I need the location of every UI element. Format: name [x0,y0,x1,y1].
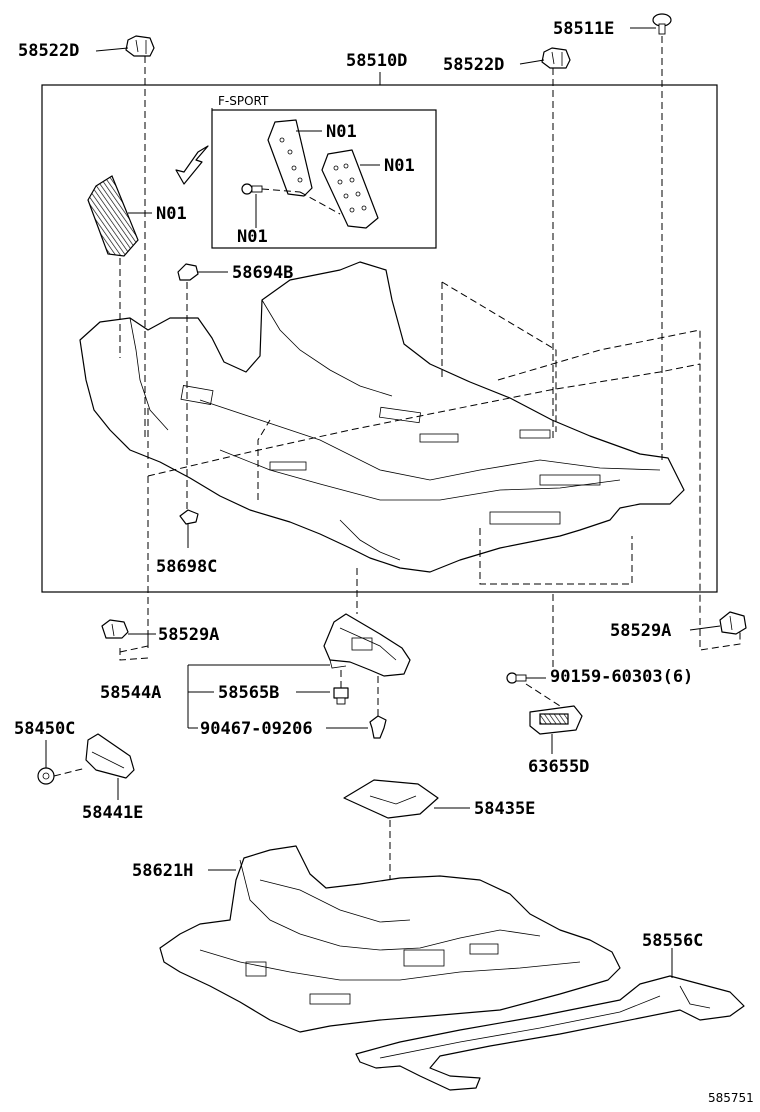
fsport-inset-frame [211,109,437,249]
floor-carpet-main [79,261,685,573]
nut-58565B [333,687,349,705]
callout-58441E: 58441E [82,803,143,823]
callout-n01-pad: N01 [156,204,187,224]
callout-58435E: 58435E [474,799,535,819]
clip-58522D-left [125,35,155,57]
callout-90467-09206: 90467-09206 [200,719,313,739]
callout-58450C: 58450C [14,719,75,739]
callout-n01-bolt: N01 [237,227,268,247]
callout-58529A-right: 58529A [610,621,671,641]
mat-piece-58441E [85,733,135,779]
fsport-pedal-a [267,119,313,197]
callout-58694B: 58694B [232,263,293,283]
callout-n01-pedal-a: N01 [326,122,357,142]
callout-58529A-left: 58529A [158,625,219,645]
callout-63655D: 63655D [528,757,589,777]
insulator-58435E [343,779,439,819]
side-rail-58556C [355,975,745,1091]
clip-58511E [652,13,672,35]
callout-n01-pedal-b: N01 [384,156,415,176]
clip-90467-09206 [369,715,387,739]
figure-id: 585751 [708,1091,754,1105]
fsport-pedal-b [321,149,379,229]
callout-58522D-left: 58522D [18,41,79,61]
callout-58522D-right: 58522D [443,55,504,75]
callout-58698C: 58698C [156,557,217,577]
clip-58694B [177,263,199,281]
fastener-58450C [37,740,87,785]
callout-58621H: 58621H [132,861,193,881]
clip-58698C [179,509,199,525]
clip-58529A-left [101,619,129,639]
callout-58556C: 58556C [642,931,703,951]
fsport-label: F-SPORT [218,94,269,108]
callout-58565B: 58565B [218,683,279,703]
floor-silencer-58621H [159,845,621,1033]
callout-58544A: 58544A [100,683,161,703]
fsport-bolt [241,183,263,195]
callout-58510D: 58510D [346,51,407,71]
screw-90159 [506,672,527,684]
pedal-pad [87,175,139,257]
clip-58529A-right [719,611,747,635]
footrest-bracket [323,613,411,677]
courtesy-lamp-63655D [529,705,583,735]
clip-58522D-right [541,47,571,69]
direction-arrow [175,145,209,185]
callout-58511E: 58511E [553,19,614,39]
callout-90159-60303: 90159-60303(6) [550,667,693,687]
